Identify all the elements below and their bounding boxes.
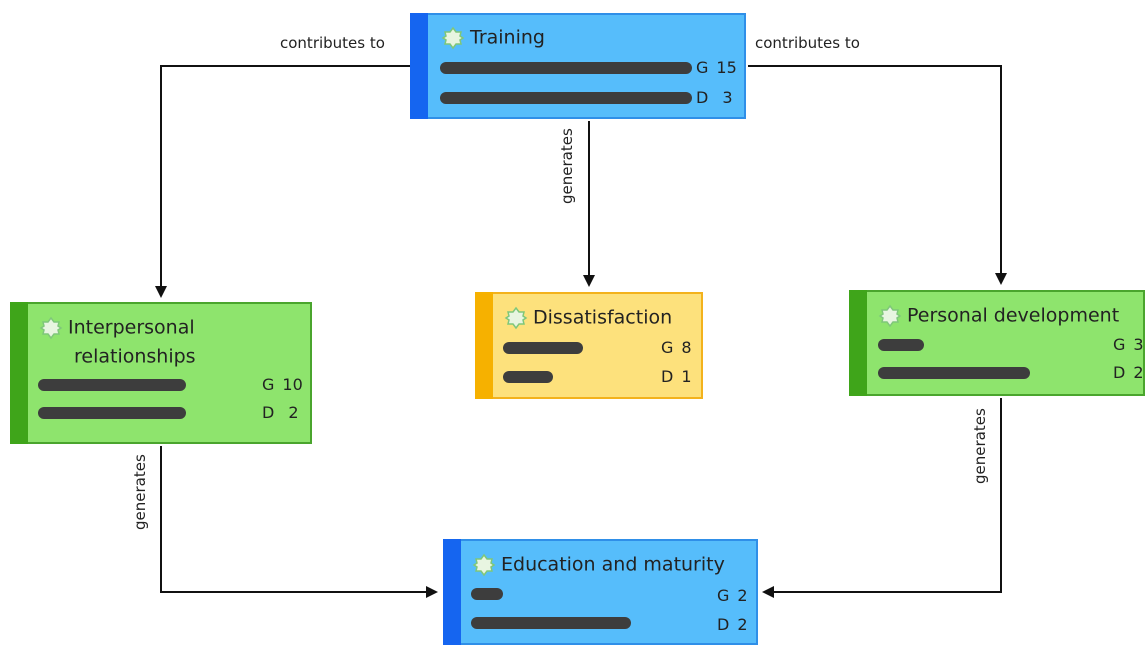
node-title: Personal development — [907, 304, 1120, 327]
code-icon — [878, 304, 902, 327]
node-title: Dissatisfaction — [533, 306, 673, 329]
groundedness-bar — [471, 588, 503, 600]
density-bar — [878, 367, 1030, 379]
edge-training-personal — [748, 65, 1007, 285]
density-bar — [471, 617, 631, 629]
code-icon — [441, 26, 465, 49]
edge-label-training-dissatisfaction: generates — [558, 128, 576, 204]
code-icon — [472, 553, 496, 576]
edge-label-interpersonal-education: generates — [131, 454, 149, 530]
node-title: Education and maturity — [501, 553, 725, 576]
node-title: Interpersonal — [68, 316, 195, 339]
edge-interpersonal-education — [160, 446, 438, 598]
groundedness-bar — [440, 62, 692, 74]
density-bar — [38, 407, 186, 419]
edge-training-interpersonal — [155, 65, 410, 298]
groundedness-bar — [503, 342, 583, 354]
groundedness-bar — [38, 379, 186, 391]
edge-label-training-personal: contributes to — [755, 34, 860, 52]
edge-label-personal-education: generates — [971, 408, 989, 484]
code-icon — [39, 316, 63, 339]
node-title-line2: relationships — [74, 345, 196, 368]
groundedness-bar — [878, 339, 924, 351]
code-icon — [504, 306, 528, 329]
edge-label-training-interpersonal: contributes to — [280, 34, 385, 52]
density-bar — [440, 92, 692, 104]
density-bar — [503, 371, 553, 383]
node-title: Training — [470, 26, 545, 49]
edge-personal-education — [762, 398, 1002, 598]
